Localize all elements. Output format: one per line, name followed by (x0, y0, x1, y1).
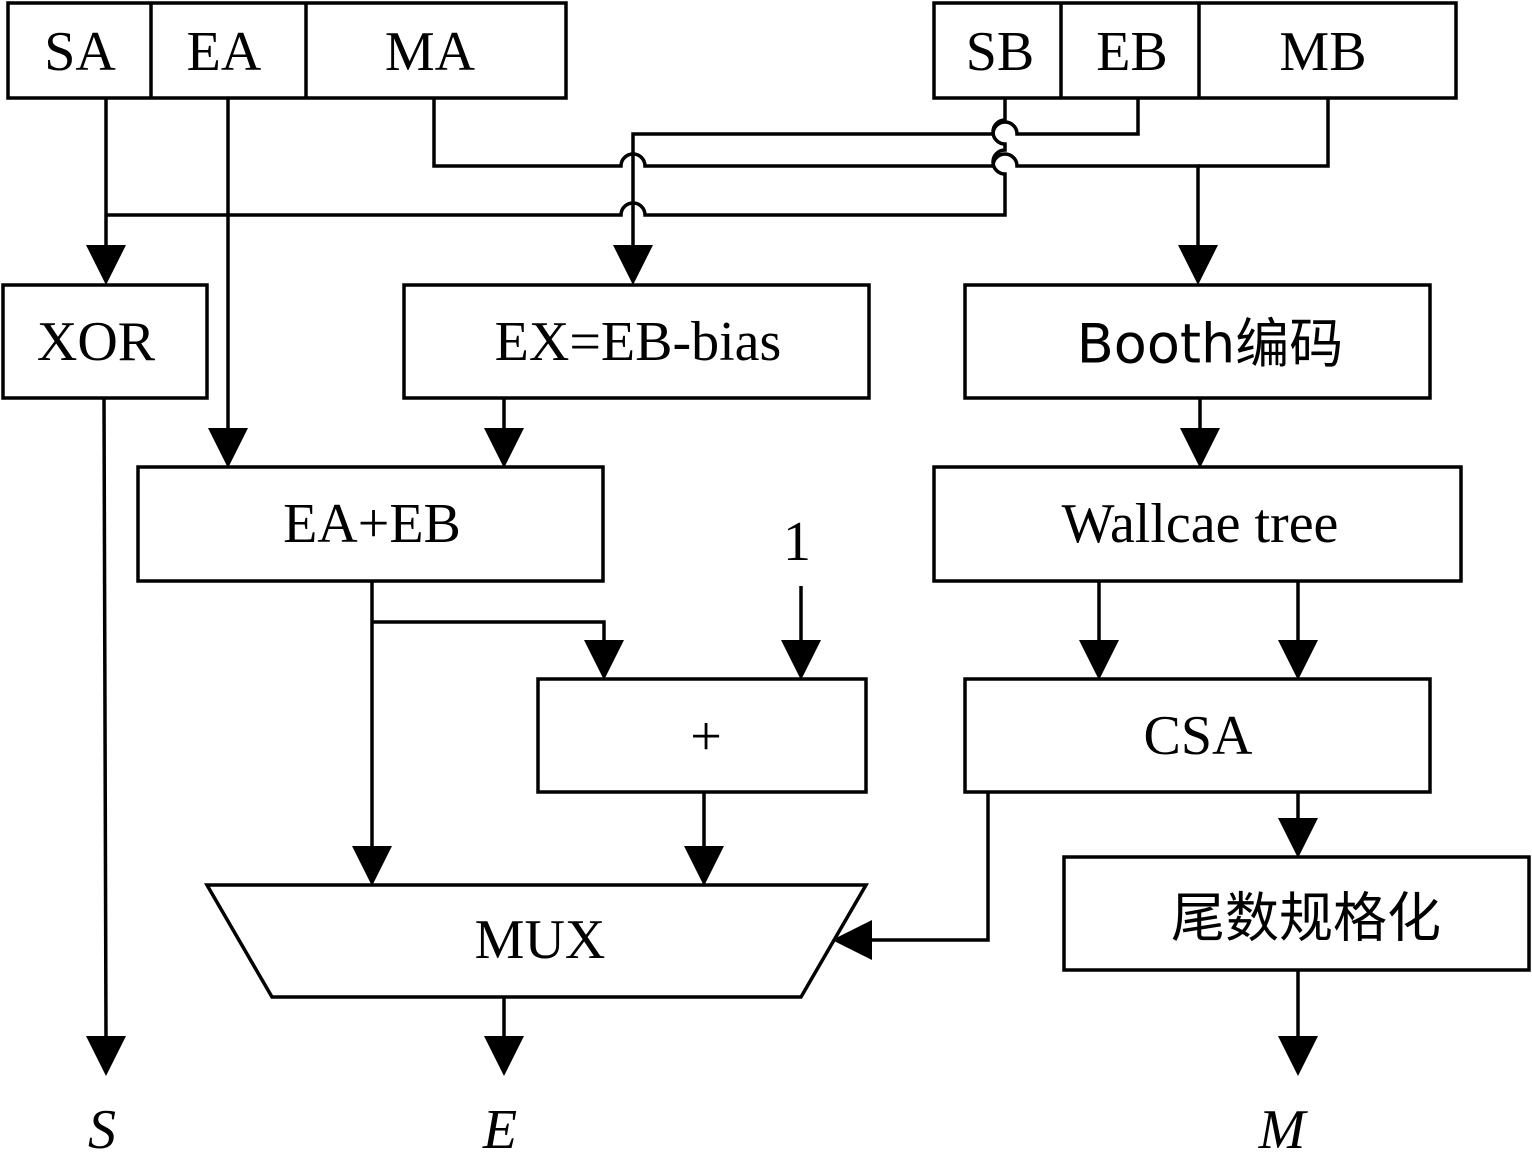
arrow-to-e (484, 1036, 524, 1076)
arrow-to-plus-b (781, 640, 821, 680)
arrow-to-normalize (1278, 818, 1318, 858)
arrow-to-m (1278, 1036, 1318, 1076)
arrow-to-csa-a (1079, 640, 1119, 680)
booth-label: Booth编码 (1077, 313, 1344, 376)
eb-field: EB (1096, 21, 1168, 83)
output-s: S (88, 1099, 116, 1161)
output-m: M (1258, 1099, 1309, 1161)
wallace-block (932, 465, 1463, 583)
csa-label: CSA (1144, 705, 1253, 767)
arrow-to-wallace (1180, 428, 1220, 468)
arrow-to-booth (1178, 245, 1218, 285)
bias-label: EX=EB-bias (495, 311, 782, 373)
arrow-add-to-mux (352, 846, 392, 886)
xor-label: XOR (37, 311, 156, 373)
arrow-to-bias (613, 245, 653, 285)
plus-block (536, 677, 868, 794)
mux-label: MUX (475, 909, 606, 971)
ea-field: EA (187, 21, 262, 83)
exp-add-label: EA+EB (283, 493, 461, 555)
normalize-label: 尾数规格化 (1171, 887, 1441, 950)
middle-wires (370, 581, 1300, 1040)
arrow-to-xor (86, 245, 126, 285)
plus-label: + (690, 706, 722, 768)
ma-field: MA (385, 21, 476, 83)
const-one-label: 1 (783, 511, 811, 573)
output-e: E (482, 1099, 517, 1161)
arrow-to-csa-b (1278, 640, 1318, 680)
arrow-to-s (86, 1036, 126, 1076)
operand-b-register: SB EB MB (932, 1, 1458, 100)
operand-a-box (6, 1, 568, 100)
arrow-csa-to-mux (832, 920, 872, 960)
mb-field: MB (1279, 21, 1366, 83)
arrow-to-plus-a (584, 640, 624, 680)
arrow-plus-to-mux (684, 846, 724, 886)
operand-a-register: SA EA MA (6, 1, 568, 100)
arrowheads (86, 245, 1318, 1076)
sa-field: SA (44, 21, 116, 83)
operand-b-box (932, 1, 1458, 100)
arrow-ea-to-add (208, 428, 248, 468)
input-wires (104, 98, 1330, 432)
wallace-label: Wallcae tree (1062, 493, 1339, 555)
csa-block (963, 677, 1432, 794)
mux-block (203, 883, 870, 999)
xor-to-s-wire (102, 397, 108, 1041)
booth-block (963, 283, 1432, 400)
arrow-bias-to-add (484, 428, 524, 468)
bias-block (402, 283, 871, 400)
normalize-block (1062, 855, 1531, 972)
sb-field: SB (966, 21, 1035, 83)
